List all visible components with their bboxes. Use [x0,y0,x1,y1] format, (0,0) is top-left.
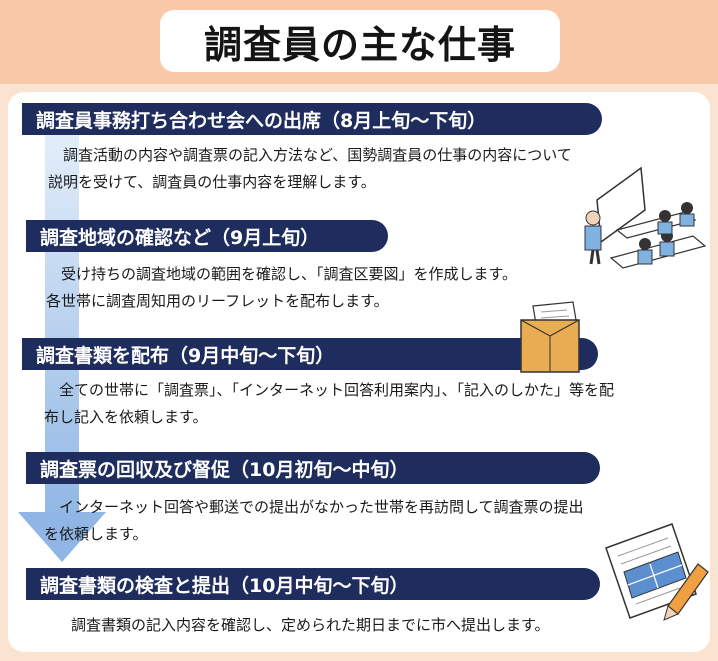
step-4-heading: 調査票の回収及び督促（10月初旬～中旬） [26,452,600,484]
title-band: 調査員の主な仕事 [0,0,718,84]
flow-arrow-head-icon [18,512,106,562]
title-box: 調査員の主な仕事 [160,10,560,72]
step-1-body: 調査活動の内容や調査票の記入方法など、国勢調査員の仕事の内容について 説明を受け… [48,146,572,191]
content-panel [8,92,710,652]
step-4-body: インターネット回答や郵送での提出がなかった世帯を再訪問して調査票の提出 を依頼し… [44,498,584,543]
step-3-heading: 調査書類を配布（9月中旬～下旬） [22,338,598,370]
step-2-body: 受け持ちの調査地域の範囲を確認し、「調査区要図」を作成します。 各世帯に調査周知… [46,265,518,310]
step-3-body: 全ての世帯に「調査票」、「インターネット回答利用案内」、「記入のしかた」等を配 … [44,381,615,426]
step-5-body: 調査書類の記入内容を確認し、定められた期日までに市へ提出します。 [56,616,550,634]
meeting-illustration-icon [584,166,707,269]
page-title: 調査員の主な仕事 [203,22,516,67]
step-2-heading: 調査地域の確認など（9月上旬） [26,220,388,252]
step-1-heading: 調査員事務打ち合わせ会への出席（8月上旬～下旬） [22,103,602,135]
document-pencil-illustration-icon [605,523,709,621]
envelope-illustration-icon [520,301,580,373]
step-5-heading: 調査書類の検査と提出（10月中旬～下旬） [26,568,600,600]
